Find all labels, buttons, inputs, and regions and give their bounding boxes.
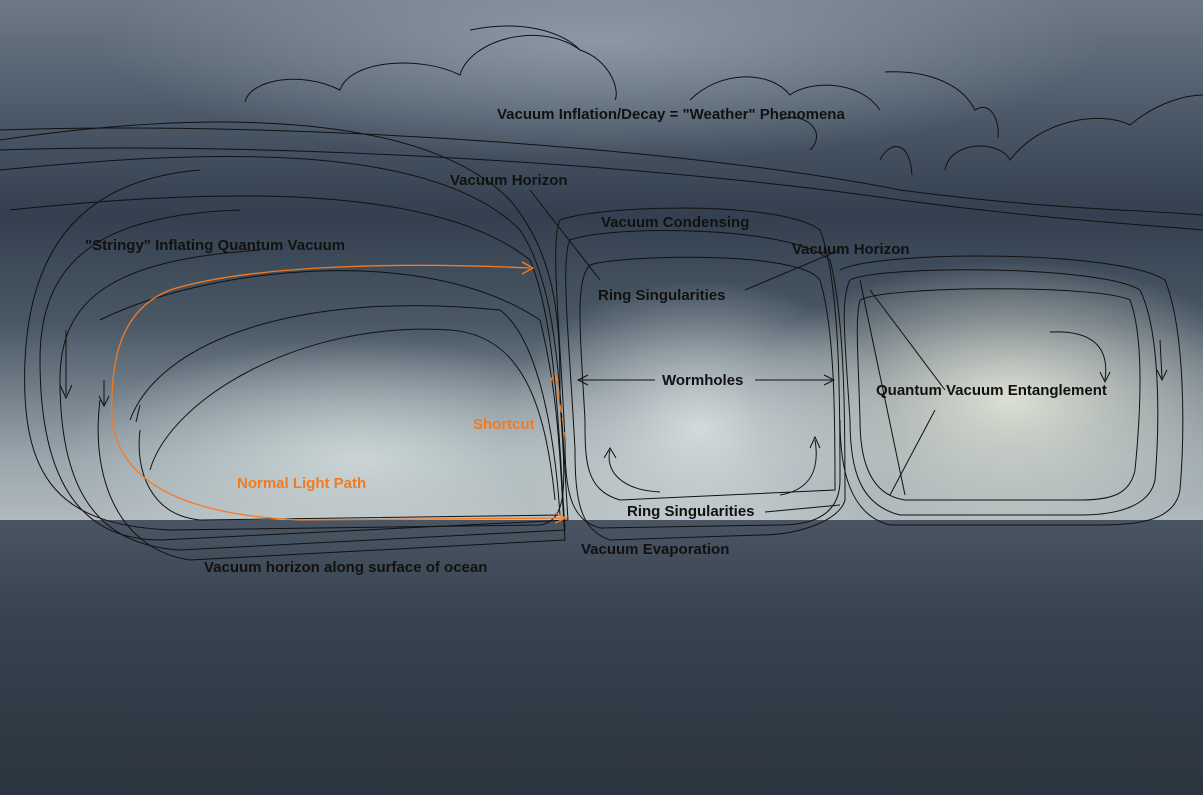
vacuum-loop xyxy=(0,121,565,531)
shortcut-path xyxy=(549,370,567,441)
cloud-outline xyxy=(879,146,913,176)
shortcut-label: Shortcut xyxy=(473,416,535,433)
arrow-down xyxy=(98,380,110,408)
ring-singularities-top-label: Ring Singularities xyxy=(598,287,726,304)
ring-arrow-right xyxy=(779,435,821,496)
normal-light-path-label: Normal Light Path xyxy=(237,475,367,492)
vacuum-loop xyxy=(565,229,846,541)
vacuum-loop xyxy=(579,256,836,501)
pointer-line xyxy=(529,189,601,281)
ring-arrow-left xyxy=(603,447,661,493)
ocean-horizon-label: Vacuum horizon along surface of ocean xyxy=(204,559,488,576)
wormholes-arrows xyxy=(576,374,836,386)
vacuum-loop xyxy=(856,288,1141,501)
vacuum-loop xyxy=(97,270,566,561)
arrow-curve xyxy=(1049,331,1111,384)
pointer-line xyxy=(744,249,841,291)
normal-light-path xyxy=(111,261,568,524)
vacuum-loop xyxy=(0,147,1203,231)
ocean xyxy=(0,520,1203,795)
title-label: Vacuum Inflation/Decay = "Weather" Pheno… xyxy=(497,106,845,123)
vacuum-evaporation-label: Vacuum Evaporation xyxy=(581,541,730,558)
cloud-outline xyxy=(689,76,881,111)
vacuum-loop xyxy=(149,328,556,501)
vacuum-loop xyxy=(129,305,561,521)
pointer-line xyxy=(859,279,906,496)
wormholes-label: Wormholes xyxy=(662,372,744,389)
vacuum-loop xyxy=(555,207,841,529)
stringy-vacuum-label: "Stringy" Inflating Quantum Vacuum xyxy=(85,237,346,254)
cloud-outline xyxy=(244,34,617,103)
vacuum-horizon-label: Vacuum Horizon xyxy=(450,172,568,189)
entanglement-label: Quantum Vacuum Entanglement xyxy=(876,382,1107,399)
arrow-down xyxy=(59,330,73,400)
cloud-outline xyxy=(884,71,999,139)
arrow-down xyxy=(135,404,141,423)
vacuum-loop xyxy=(9,195,566,551)
vacuum-condensing-label: Vacuum Condensing xyxy=(601,214,750,231)
cloud-outline xyxy=(779,116,817,151)
cloud-outline xyxy=(944,94,1203,171)
vacuum-loop xyxy=(843,269,1159,516)
pointer-line xyxy=(764,504,841,513)
vacuum-loop xyxy=(0,127,1203,216)
ring-singularities-bottom-label: Ring Singularities xyxy=(627,503,755,520)
cloud-outline xyxy=(469,25,581,51)
arrow-down xyxy=(1156,339,1168,382)
vacuum-loop xyxy=(839,255,1184,526)
vacuum-loop xyxy=(0,155,569,541)
pointer-line xyxy=(869,289,946,391)
pointer-line xyxy=(889,409,936,496)
vacuum-horizon-label-right: Vacuum Horizon xyxy=(792,241,910,258)
